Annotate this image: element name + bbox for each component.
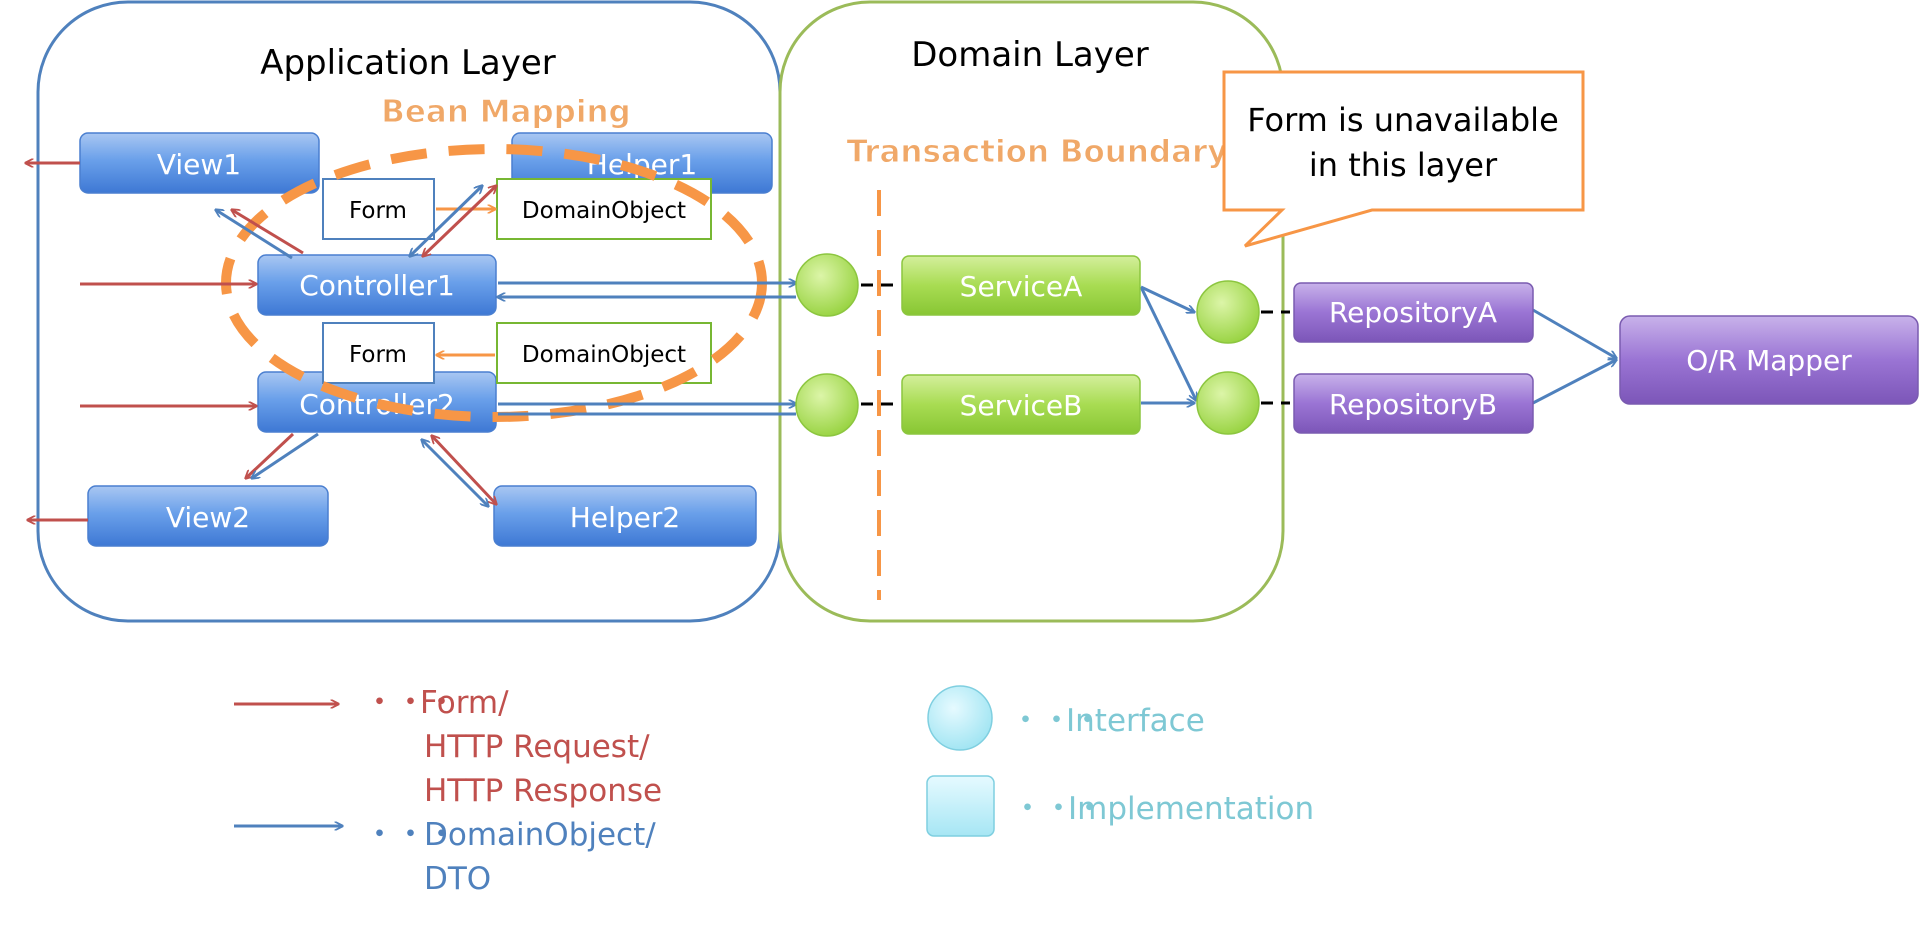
node-view2: View2 [87, 485, 329, 547]
domain-object-box-2: DomainObject [496, 322, 712, 384]
form-box-1-label: Form [349, 198, 407, 224]
node-repository-b-label: RepositoryB [1329, 388, 1497, 421]
node-service-a: ServiceA [901, 255, 1141, 316]
node-or-mapper: O/R Mapper [1619, 315, 1919, 405]
legend-interface-dots: ・・・ [1010, 703, 1103, 739]
blue-arrows [216, 186, 1616, 506]
node-repository-a-label: RepositoryA [1329, 296, 1497, 329]
legend-red-line-3: HTTP Response [424, 773, 662, 809]
interface-circle-service-b [795, 373, 859, 437]
legend-red-line-1: Form/ [420, 685, 509, 721]
legend-blue-dots: ・・・ [364, 817, 457, 853]
node-view1-label: View1 [157, 148, 241, 181]
form-box-2: Form [322, 322, 435, 384]
legend-implementation-box [926, 775, 995, 837]
node-controller2-label: Controller2 [299, 388, 455, 421]
legend-blue-line-1: DomainObject/ [424, 817, 656, 853]
legend-red-dots: ・・・ [364, 685, 457, 721]
node-service-b-label: ServiceB [960, 389, 1083, 422]
node-view2-label: View2 [166, 501, 250, 534]
legend-interface-label: Interface [1066, 703, 1205, 739]
legend-implementation-label: Implementation [1068, 791, 1314, 827]
legend-implementation-dots: ・・・ [1012, 791, 1105, 827]
domain-object-box-1-label: DomainObject [522, 198, 686, 224]
callout-line-2: in this layer [1309, 146, 1498, 184]
interface-circle-repository-b [1196, 371, 1260, 435]
domain-object-box-2-label: DomainObject [522, 342, 686, 368]
node-service-a-label: ServiceA [960, 270, 1083, 303]
node-or-mapper-label: O/R Mapper [1686, 344, 1852, 377]
node-repository-b: RepositoryB [1293, 373, 1534, 434]
interface-circle-repository-a [1196, 280, 1260, 344]
form-box-2-label: Form [349, 342, 407, 368]
connector-dashes [861, 283, 1290, 406]
callout-line-1: Form is unavailable [1247, 101, 1559, 139]
domain-layer-title: Domain Layer [911, 35, 1149, 75]
node-repository-a: RepositoryA [1293, 282, 1534, 343]
form-box-1: Form [322, 178, 435, 240]
legend-red-line-2: HTTP Request/ [424, 729, 650, 765]
bean-mapping-label: Bean Mapping [381, 94, 630, 130]
node-helper2-label: Helper2 [570, 501, 680, 534]
interface-circle-service-a [795, 253, 859, 317]
legend-interface-circle [927, 685, 993, 751]
transaction-boundary-label: Transaction Boundary [846, 134, 1227, 170]
node-helper2: Helper2 [493, 485, 757, 547]
node-controller1: Controller1 [257, 254, 497, 316]
application-layer-title: Application Layer [260, 43, 556, 83]
node-view1: View1 [79, 132, 320, 194]
node-controller1-label: Controller1 [299, 269, 455, 302]
legend-blue-line-2: DTO [424, 861, 491, 897]
legend: ・・・ Form/ HTTP Request/ HTTP Response ・・… [234, 685, 1314, 897]
callout-box: Form is unavailable in this layer [1222, 70, 1585, 248]
node-service-b: ServiceB [901, 374, 1141, 435]
